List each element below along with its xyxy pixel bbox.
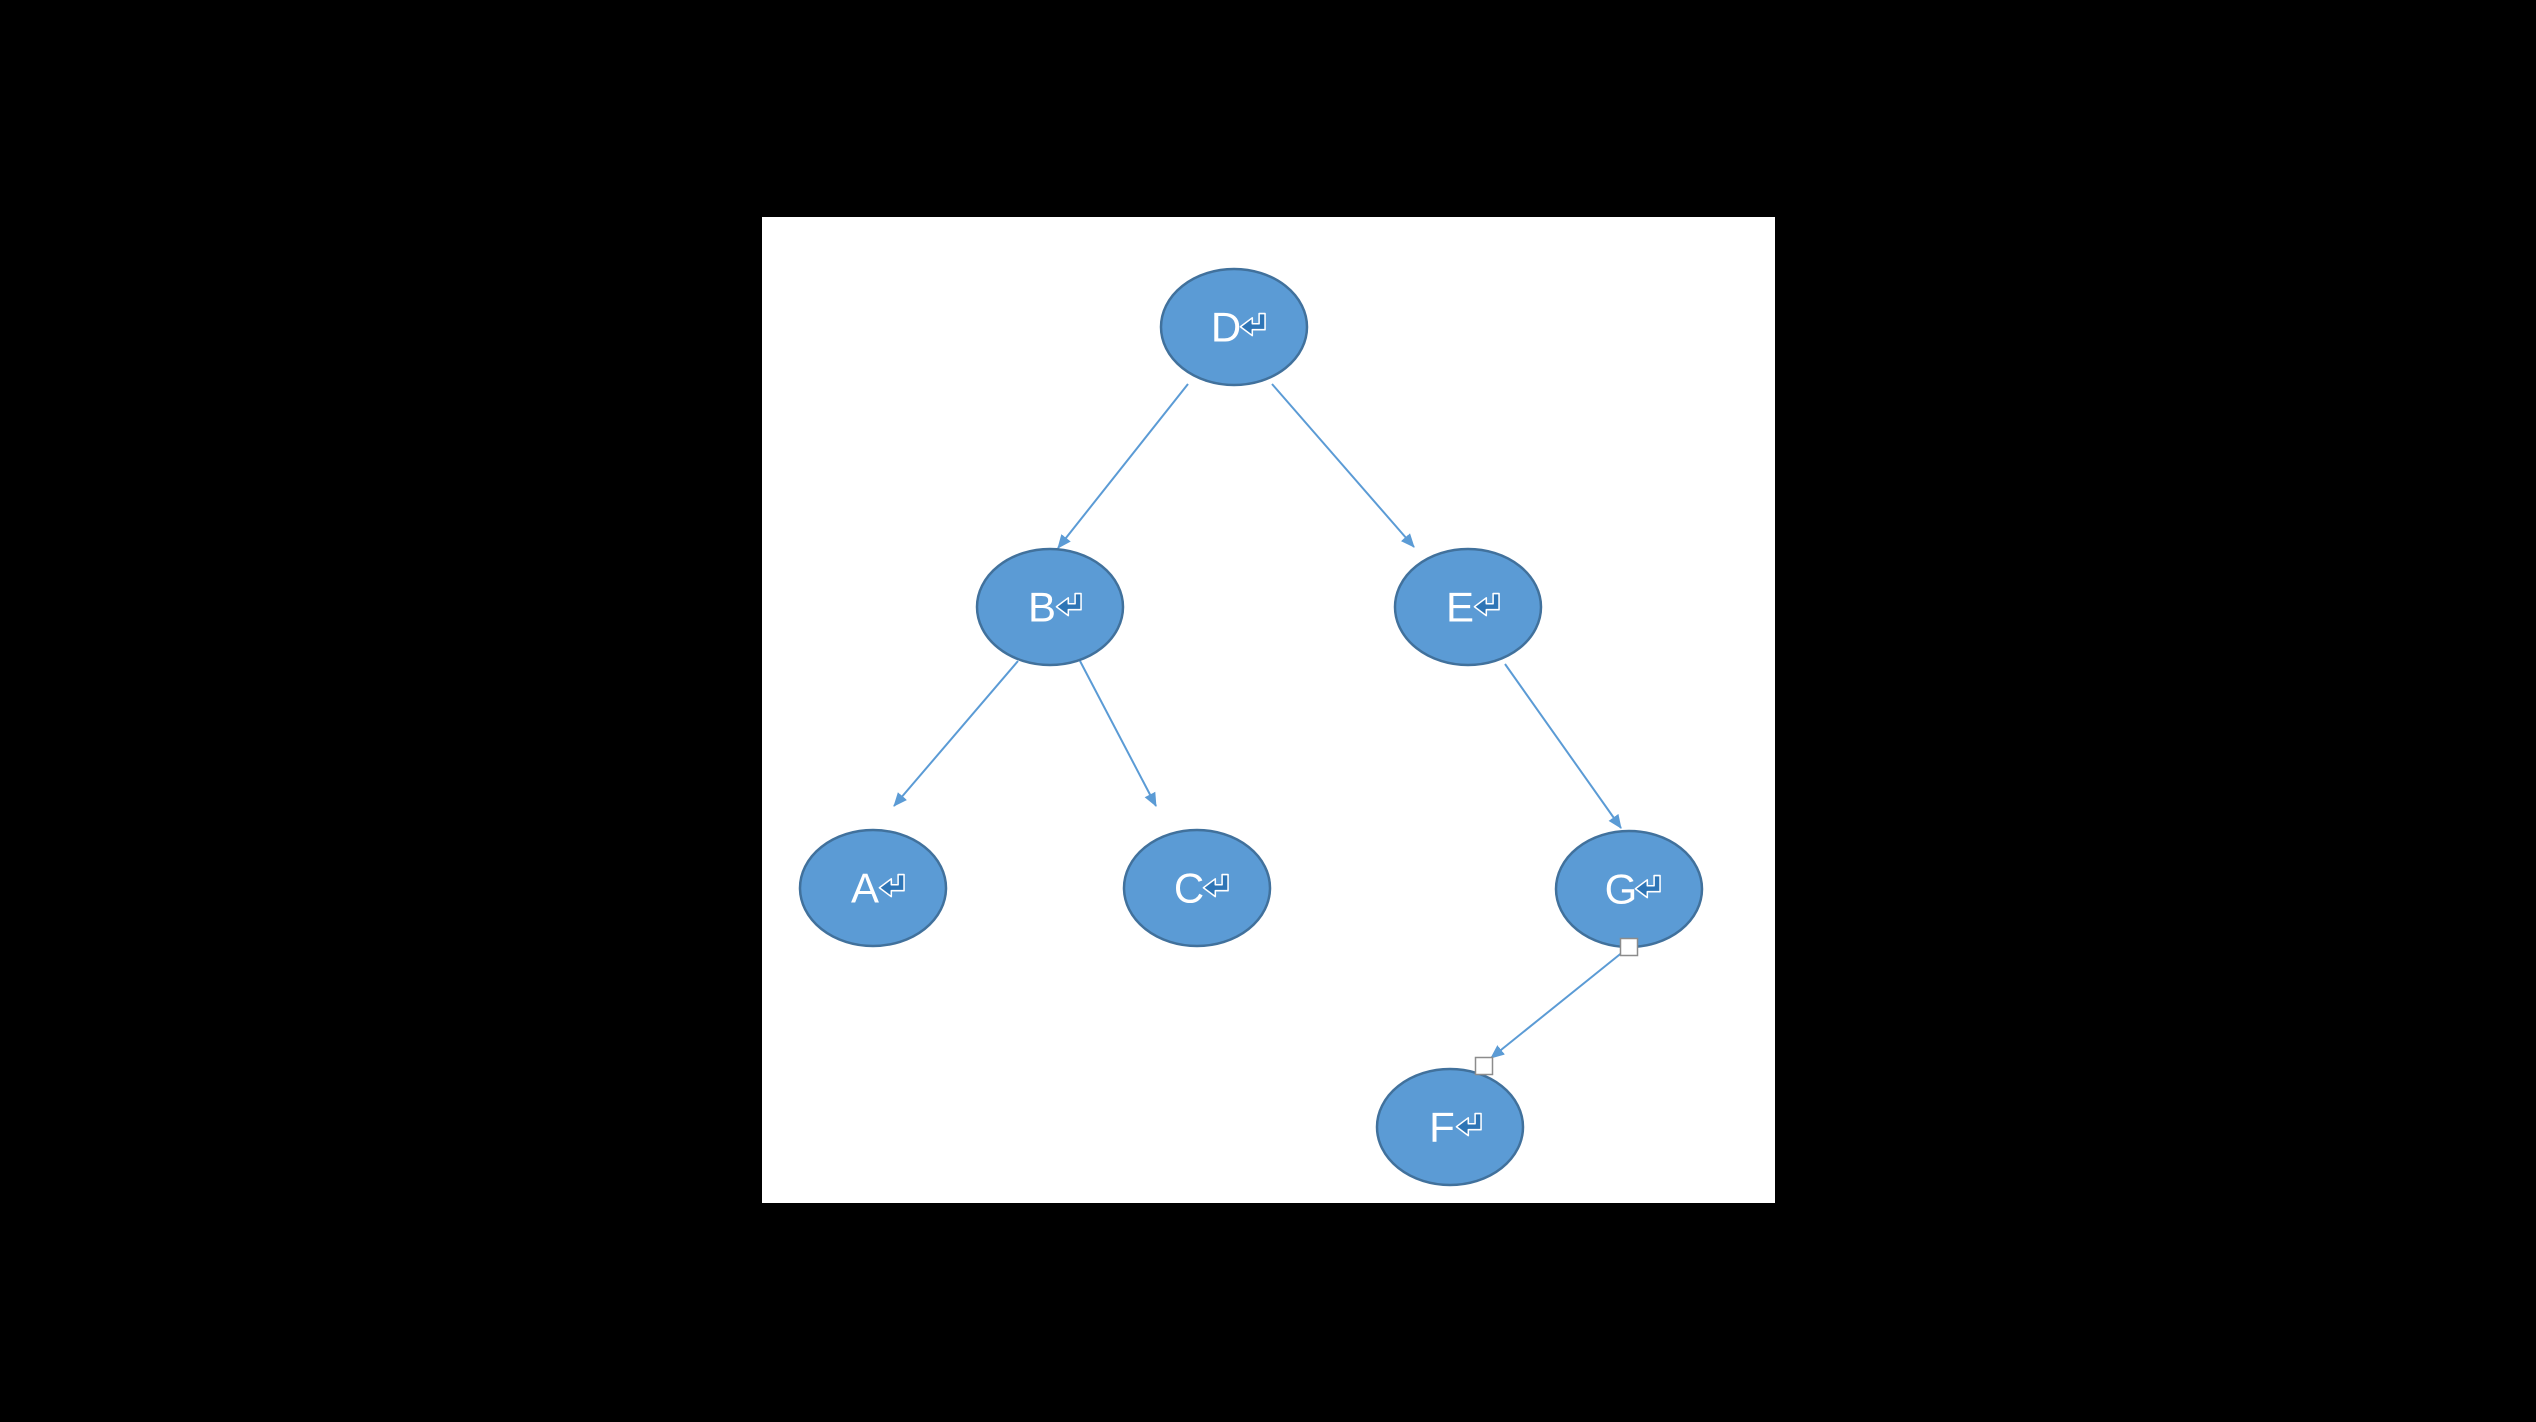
connector-endpoint-handle[interactable]: [1474, 1056, 1494, 1076]
edge-D-B[interactable]: [1057, 383, 1189, 549]
paragraph-return-mark-icon: [1473, 592, 1500, 617]
node-D[interactable]: D: [1159, 267, 1309, 387]
node-ellipse-A[interactable]: [798, 828, 948, 948]
paragraph-return-mark-icon: [1634, 874, 1661, 899]
nodes-layer: D B E A C G F: [798, 267, 1704, 1187]
node-label-F: F: [1429, 1104, 1455, 1151]
node-F[interactable]: F: [1375, 1067, 1525, 1187]
node-ellipse-B[interactable]: [975, 547, 1125, 667]
node-label-C: C: [1174, 865, 1204, 912]
edge-G-F-selected[interactable]: [1490, 946, 1630, 1059]
node-G[interactable]: G: [1554, 829, 1704, 949]
edge-B-C[interactable]: [1079, 660, 1157, 807]
node-E[interactable]: E: [1393, 547, 1543, 667]
edge-E-G[interactable]: [1504, 663, 1622, 829]
paragraph-return-mark-icon: [878, 873, 905, 898]
paragraph-return-mark-icon: [1455, 1112, 1482, 1137]
node-ellipse-F[interactable]: [1375, 1067, 1525, 1187]
node-label-G: G: [1605, 866, 1638, 913]
paragraph-return-mark-icon: [1239, 312, 1266, 337]
paragraph-return-mark-icon: [1202, 873, 1229, 898]
node-ellipse-E[interactable]: [1393, 547, 1543, 667]
selection-handles-layer: [1474, 937, 1639, 1076]
node-label-D: D: [1211, 304, 1241, 351]
paragraph-return-mark-icon: [1055, 592, 1082, 617]
node-C[interactable]: C: [1122, 828, 1272, 948]
node-label-A: A: [851, 865, 879, 912]
node-ellipse-C[interactable]: [1122, 828, 1272, 948]
edges-layer: [893, 383, 1630, 1059]
edge-B-A[interactable]: [893, 660, 1019, 807]
node-B[interactable]: B: [975, 547, 1125, 667]
slide-canvas[interactable]: [762, 217, 1775, 1203]
node-label-B: B: [1028, 584, 1056, 631]
connector-endpoint-handle[interactable]: [1619, 937, 1639, 957]
node-A[interactable]: A: [798, 828, 948, 948]
edge-D-E[interactable]: [1271, 383, 1415, 548]
node-label-E: E: [1446, 584, 1474, 631]
node-ellipse-D[interactable]: [1159, 267, 1309, 387]
